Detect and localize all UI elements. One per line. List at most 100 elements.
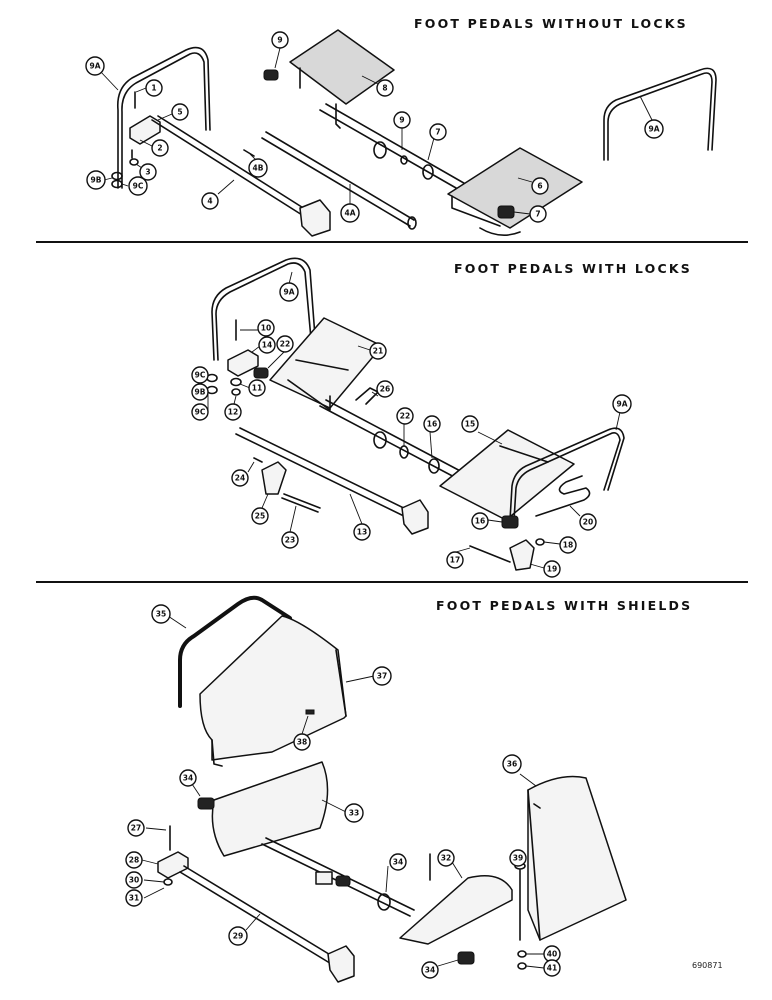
section-title-with-locks: FOOT PEDALS WITH LOCKS <box>454 261 692 276</box>
callout: 9 <box>393 111 411 150</box>
svg-text:18: 18 <box>563 541 573 550</box>
svg-text:9C: 9C <box>195 408 206 417</box>
svg-text:33: 33 <box>349 809 359 818</box>
bracket-plate <box>129 115 161 145</box>
section-with-shields: FOOT PEDALS WITH SHIELDS 35 <box>125 595 692 983</box>
callout: 21 <box>357 342 387 360</box>
latch-20 <box>535 475 591 517</box>
callout: 3 <box>135 163 157 181</box>
svg-text:39: 39 <box>513 854 523 863</box>
pedal-32 <box>399 875 513 945</box>
callout: 39 <box>509 849 527 867</box>
callout: 16 <box>471 512 503 530</box>
callout: 18 <box>543 536 577 554</box>
callout: 24 <box>231 461 255 487</box>
svg-text:9A: 9A <box>89 62 100 71</box>
callout: 16 <box>423 415 441 459</box>
nut-9b <box>111 171 123 181</box>
svg-text:34: 34 <box>393 858 403 867</box>
bracket-19 <box>509 539 535 571</box>
callout: 14 <box>251 336 276 354</box>
callout: 41 <box>525 959 561 977</box>
callout: 11 <box>239 379 266 397</box>
svg-text:40: 40 <box>547 950 557 959</box>
callout: 9A <box>279 271 299 302</box>
svg-text:8: 8 <box>382 84 387 93</box>
pedal-33 <box>211 761 329 857</box>
svg-text:13: 13 <box>357 528 367 537</box>
cross-shaft-29 <box>179 865 343 969</box>
pedal-shaft <box>319 103 477 197</box>
callout: 9 <box>271 31 289 69</box>
section-title-without-locks: FOOT PEDALS WITHOUT LOCKS <box>414 16 688 31</box>
svg-text:30: 30 <box>129 876 139 885</box>
callout: 17 <box>446 547 471 569</box>
svg-text:2: 2 <box>157 144 162 153</box>
svg-text:24: 24 <box>235 474 245 483</box>
clevis-25 <box>261 461 287 495</box>
bushing-9-top <box>263 69 279 81</box>
callout: 9A <box>612 394 632 431</box>
svg-text:9B: 9B <box>91 176 102 185</box>
svg-text:9: 9 <box>399 116 404 125</box>
callout: 9C <box>121 176 148 196</box>
callout: 9B <box>86 170 113 190</box>
callout: 9A <box>85 56 119 91</box>
bracket-14 <box>227 349 259 377</box>
bushing-9 <box>373 141 387 159</box>
shaft-end-bracket <box>299 199 331 237</box>
figure-id: 690871 <box>692 961 723 970</box>
callout: 20 <box>569 505 597 531</box>
pin-4b <box>243 149 255 157</box>
callout: 30 <box>125 871 165 889</box>
svg-text:26: 26 <box>380 385 390 394</box>
svg-text:9A: 9A <box>616 400 627 409</box>
shaft-4a <box>261 131 415 227</box>
svg-text:7: 7 <box>435 128 440 137</box>
handrail-left <box>211 257 317 361</box>
bushing-7 <box>497 205 515 219</box>
bushing-34 <box>197 797 215 810</box>
callout: 9C <box>191 394 209 421</box>
svg-text:17: 17 <box>450 556 460 565</box>
handrail-right <box>603 67 717 161</box>
handrail-35 <box>178 595 294 708</box>
section-title-with-shields: FOOT PEDALS WITH SHIELDS <box>436 598 692 613</box>
handrail-right <box>509 427 625 521</box>
svg-text:16: 16 <box>475 517 485 526</box>
callout: 26 <box>371 380 394 398</box>
callout: 7 <box>427 123 447 161</box>
svg-text:3: 3 <box>145 168 150 177</box>
callout: 9C <box>191 366 209 384</box>
svg-text:10: 10 <box>261 324 271 333</box>
pin-24 <box>253 457 263 463</box>
handrail-left <box>116 46 211 189</box>
pedal-shaft <box>319 399 467 481</box>
callout: 8 <box>361 75 394 97</box>
pedal-6-tread <box>447 147 583 229</box>
svg-text:12: 12 <box>228 408 238 417</box>
callout: 25 <box>251 493 269 525</box>
shield-36 <box>527 775 627 941</box>
callout: 36 <box>502 754 537 787</box>
svg-text:7: 7 <box>535 210 540 219</box>
callout: 34 <box>179 769 201 797</box>
callout: 34 <box>421 959 459 979</box>
callout: 9B <box>191 383 209 401</box>
svg-text:4B: 4B <box>253 164 264 173</box>
callout: 10 <box>240 319 275 337</box>
svg-text:38: 38 <box>297 738 307 747</box>
svg-text:1: 1 <box>151 84 156 93</box>
callout: 4A <box>340 184 360 223</box>
callout: 31 <box>125 887 165 907</box>
svg-text:9A: 9A <box>648 125 659 134</box>
svg-text:41: 41 <box>547 964 557 973</box>
callout: 1 <box>135 79 163 97</box>
callout: 15 <box>461 415 503 445</box>
callout: 33 <box>321 799 364 823</box>
cross-shaft-4 <box>151 115 317 221</box>
svg-text:36: 36 <box>507 760 517 769</box>
svg-text:14: 14 <box>262 341 272 350</box>
callout: 5 <box>157 103 189 121</box>
callout: 4 <box>201 179 235 210</box>
